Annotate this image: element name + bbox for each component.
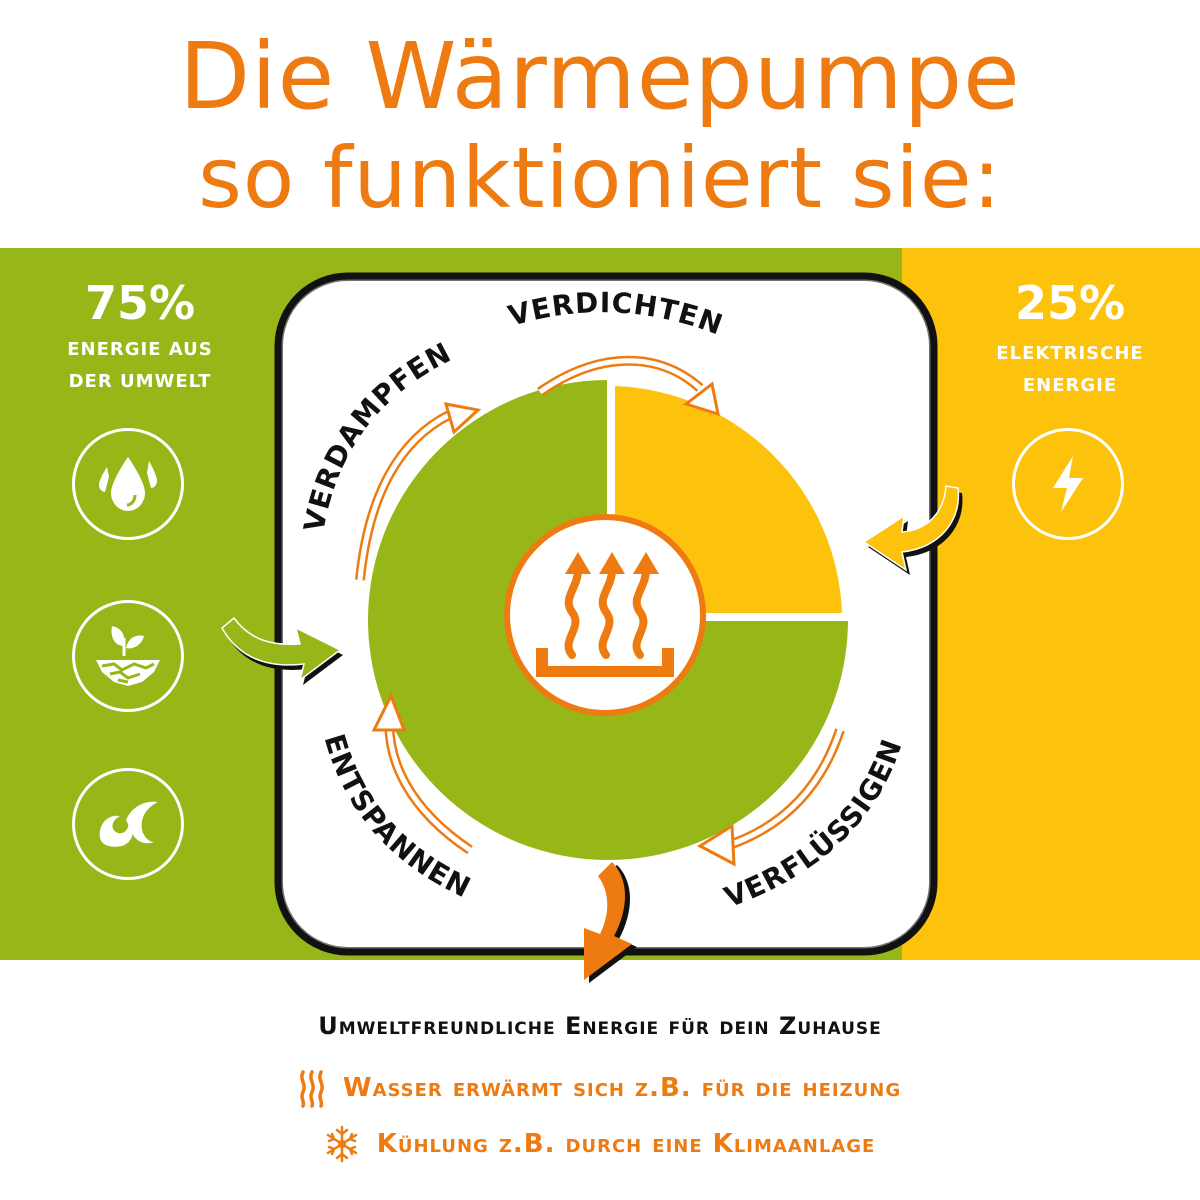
electric-input-arrow <box>862 485 963 575</box>
lightning-bolt-icon <box>1012 428 1124 540</box>
environment-label-line1: ENERGIE AUS <box>67 339 213 360</box>
environment-input-arrow <box>221 616 343 685</box>
electric-energy-panel <box>902 248 1200 960</box>
air-wind-icon <box>72 768 184 880</box>
environment-label-line2: DER UMWELT <box>68 371 212 392</box>
benefit-heating: Wasser erwärmt sich z.B. für die heizung <box>0 1068 1200 1108</box>
benefit-cooling-text: Kühlung z.B. durch eine Klimaanlage <box>376 1129 876 1159</box>
heat-output-arrow <box>584 862 637 983</box>
water-drops-icon <box>72 428 184 540</box>
electric-percent: 25% <box>1014 276 1126 330</box>
title-line-1: Die Wärmepumpe <box>179 23 1021 130</box>
benefit-heating-text: Wasser erwärmt sich z.B. für die heizung <box>342 1073 902 1103</box>
electric-label-line2: ENERGIE <box>1022 375 1118 396</box>
snowflake-icon <box>326 1125 357 1163</box>
heat-waves-icon <box>300 1070 324 1108</box>
title-line-2: so funktioniert sie: <box>198 129 1002 227</box>
heat-rising-icon <box>564 566 650 659</box>
benefit-cooling: Kühlung z.B. durch eine Klimaanlage <box>0 1124 1200 1164</box>
environment-percent: 75% <box>84 276 196 330</box>
soil-plant-icon <box>72 600 184 712</box>
electric-label-line1: ELEKTRISCHE <box>996 343 1144 364</box>
benefits-heading: Umweltfreundliche Energie für dein Zuhau… <box>318 1012 882 1040</box>
